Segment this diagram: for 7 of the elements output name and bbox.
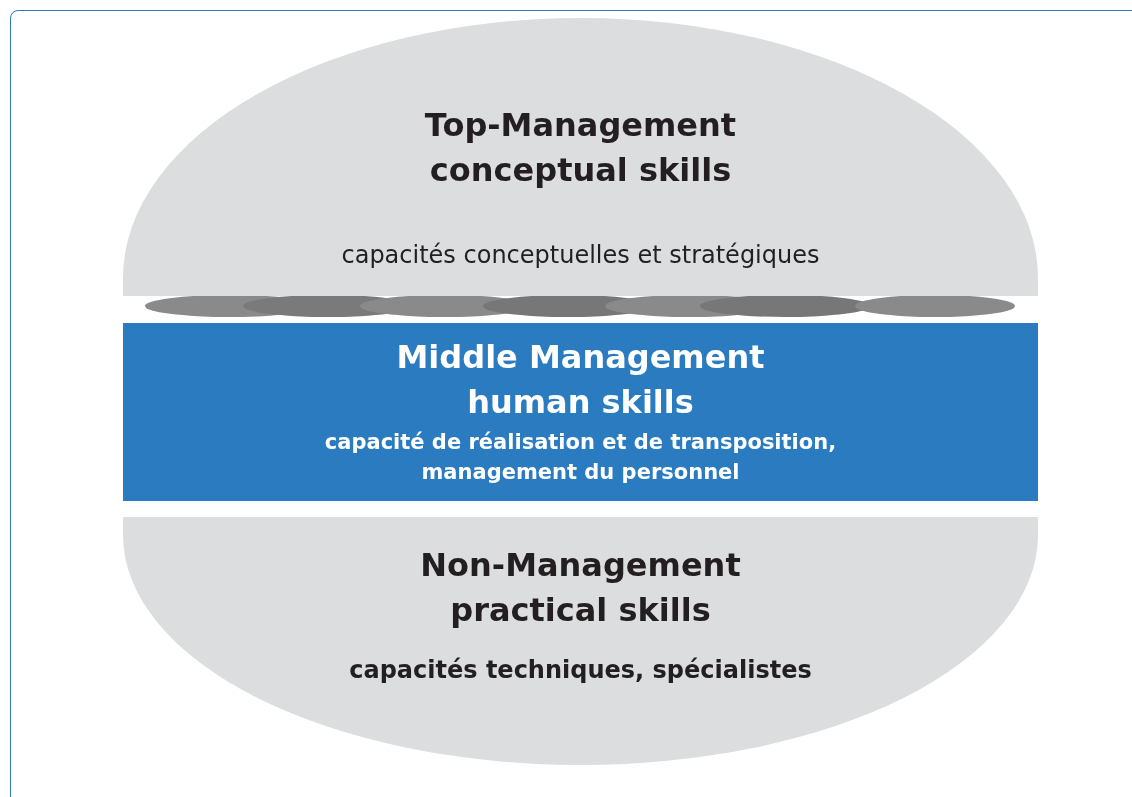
band-shape bbox=[123, 323, 1038, 501]
heading: Top-Management conceptual skills bbox=[423, 105, 738, 191]
description: capacité de réalisation et de transposition, management du personnel bbox=[323, 429, 838, 486]
description: capacités techniques, spécialistes bbox=[348, 655, 813, 685]
description: capacités conceptuelles et stratégiques bbox=[340, 240, 821, 270]
heading: Non-Management practical skills bbox=[419, 545, 742, 631]
heading: Middle Management human skills bbox=[395, 337, 766, 423]
